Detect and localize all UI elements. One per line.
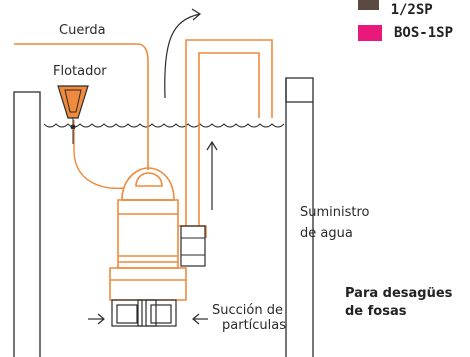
pump-base: [111, 299, 177, 327]
pipe-connector: [180, 225, 206, 267]
legend-label-bos-1-1-2sp: BOS-1-1/2SP: [390, 0, 442, 18]
cord: [14, 43, 149, 170]
supply-label-line1: Suministro: [300, 205, 370, 220]
suction-label-line2: partículas: [222, 318, 287, 333]
application-note-line2: de fosas: [345, 304, 407, 319]
discharge-pipe: [178, 39, 273, 238]
application-note: Para desagües de fosas: [345, 285, 452, 321]
pump: [109, 167, 187, 301]
float: [57, 85, 89, 144]
float-cable: [73, 120, 125, 189]
legend-item-bos-1-1-2sp: BOS-1-1/2SP: [358, 0, 470, 18]
water-surface: [43, 123, 285, 128]
legend-item-bos-1sp: BOS-1SP: [358, 22, 453, 44]
cord-label: Cuerda: [59, 23, 106, 38]
float-label: Flotador: [53, 64, 107, 79]
legend-swatch-bos-1-1-2sp: [358, 0, 379, 10]
legend-swatch-bos-1sp: [358, 25, 382, 41]
legend-label-bos-1sp: BOS-1SP: [394, 25, 454, 41]
supply-label-line2: de agua: [300, 226, 353, 241]
application-note-line1: Para desagües: [345, 286, 453, 301]
flow-arrows: [88, 8, 218, 325]
pit-walls: [13, 77, 314, 357]
suction-label-line1: Succión de: [212, 303, 283, 318]
